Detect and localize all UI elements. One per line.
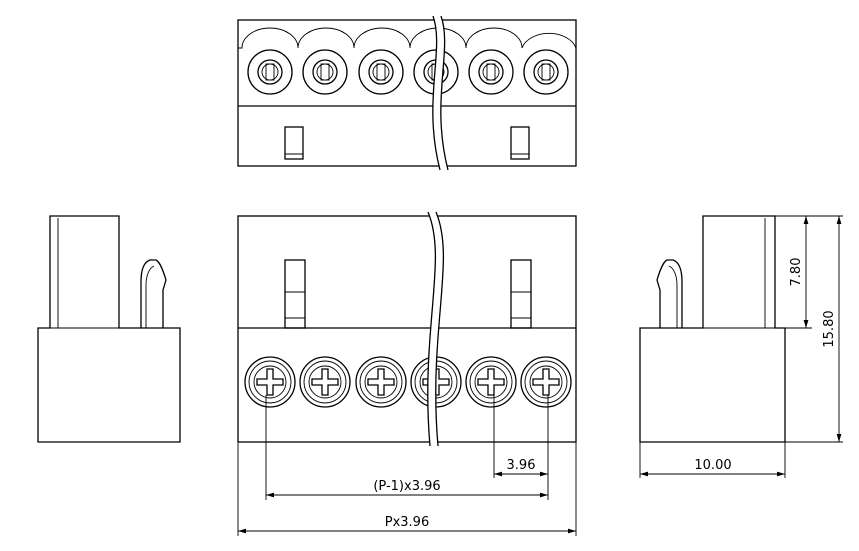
wire-hole — [247, 49, 293, 95]
front-view-break-line-left — [427, 211, 436, 447]
screw-head — [355, 356, 407, 408]
top-view-break-line-right — [440, 15, 449, 171]
top-view-break-line-left — [432, 15, 441, 171]
front-view-break-line-right — [435, 211, 444, 447]
front-view-body — [237, 215, 577, 443]
screw-head — [465, 356, 517, 408]
left-side-view-outline — [37, 215, 181, 443]
dimension-height-upper: 7.80 — [789, 258, 804, 287]
top-view-scallops — [238, 27, 577, 49]
screw-head — [520, 356, 572, 408]
right-side-view-outline — [639, 215, 786, 443]
right-side-view-latch-inner — [668, 265, 678, 328]
wire-hole — [523, 49, 569, 95]
left-side-view — [37, 215, 181, 443]
dimension-pitch: 3.96 — [507, 458, 536, 473]
wire-hole — [358, 49, 404, 95]
front-view-latch-left — [284, 259, 306, 329]
left-side-view-latch-hook — [140, 259, 167, 328]
wire-hole — [468, 49, 514, 95]
top-view-latch-window-right — [510, 126, 530, 160]
screw-head — [299, 356, 351, 408]
front-view-break-mask — [427, 212, 444, 446]
dimension-depth: 10.00 — [694, 458, 731, 473]
top-view-wire-holes — [247, 49, 569, 95]
dimension-height-total: 15.80 — [822, 310, 837, 347]
top-view-latch-window-left — [284, 126, 304, 160]
front-view-latch-right — [510, 259, 532, 329]
top-view — [237, 15, 577, 171]
screw-head — [244, 356, 296, 408]
dimension-lines: 3.96 (P-1)x3.96 Px3.96 10.00 7.80 15.80 — [237, 215, 843, 536]
top-view-body — [237, 19, 577, 167]
front-view — [237, 211, 577, 447]
dimension-span: (P-1)x3.96 — [373, 479, 440, 494]
right-side-view — [639, 215, 786, 443]
front-view-screws — [244, 356, 572, 408]
right-side-view-latch-hook — [656, 259, 683, 328]
wire-hole — [302, 49, 348, 95]
dimension-total-length: Px3.96 — [385, 515, 429, 530]
left-side-view-latch-inner — [145, 265, 155, 328]
